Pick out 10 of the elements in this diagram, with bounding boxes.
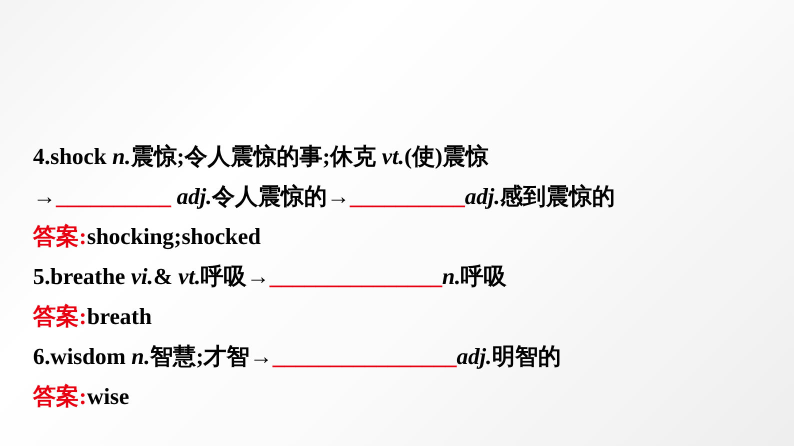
answer-label: 答案: — [33, 222, 87, 251]
question-text: 5.breathe vi.& vt.呼吸→_______________n.呼吸 — [33, 263, 507, 291]
answer-text: wise — [87, 383, 130, 411]
question-text: 6.wisdom n.智慧;才智→________________adj.明智的 — [33, 343, 561, 371]
answer-text: shocking;shocked — [87, 223, 261, 252]
question-text: 4.shock n.震惊;令人震惊的事;休克 vt.(使)震惊 — [33, 143, 489, 171]
answer-label: 答案: — [33, 302, 87, 331]
answer-label: 答案: — [33, 382, 87, 411]
answer-text: breath — [87, 303, 152, 331]
question-text: →__________ adj.令人震惊的→__________adj.感到震惊的 — [33, 183, 616, 211]
